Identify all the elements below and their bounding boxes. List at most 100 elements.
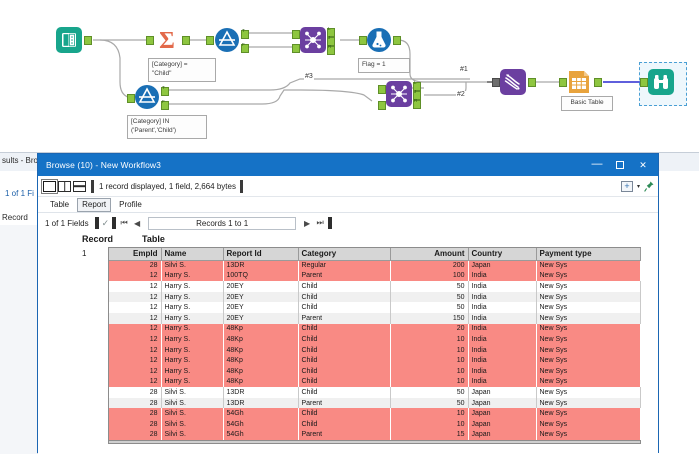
join-top-l-output-port[interactable] — [327, 28, 335, 37]
join-bottom-r-output-port[interactable] — [413, 100, 421, 109]
results-window-left-strip — [0, 225, 38, 454]
table-cell-report-id: 48Kp — [223, 376, 299, 388]
summarize-tool[interactable]: Σ — [154, 27, 180, 53]
horizontal-split-layout-icon[interactable] — [73, 180, 86, 192]
column-header-country[interactable]: Country — [468, 248, 537, 261]
union-input-port[interactable] — [492, 78, 500, 87]
column-header-payment-type[interactable]: Payment type — [536, 248, 641, 261]
formula-tool[interactable] — [366, 27, 392, 53]
union-output-port[interactable] — [528, 78, 536, 87]
filter-top-port-letter-t: T — [242, 28, 245, 33]
table-tool[interactable] — [566, 69, 592, 95]
join-top-r-output-port[interactable] — [327, 46, 335, 55]
column-header-empld[interactable]: Empld — [109, 248, 162, 261]
filter-tool-top[interactable] — [214, 27, 240, 53]
join-top-right-port[interactable] — [292, 44, 300, 53]
join-bottom-j-output-port[interactable] — [413, 91, 421, 100]
join-bottom-left-port[interactable] — [378, 85, 386, 94]
browse-input-port[interactable] — [640, 78, 648, 87]
tab-report[interactable]: Report — [77, 198, 112, 212]
filter-bottom-input-port[interactable] — [127, 94, 135, 103]
table-cell-category: Child — [298, 334, 391, 345]
browse-toolbar[interactable]: 1 record displayed, 1 field, 2,664 bytes… — [38, 176, 658, 197]
join-top-j-output-port[interactable] — [327, 37, 335, 46]
first-record-button[interactable]: ⏮ — [120, 218, 128, 227]
table-cell-report-id: 13DR — [223, 397, 299, 409]
chevron-down-icon[interactable]: ▾ — [636, 183, 640, 190]
record-range-display[interactable]: Records 1 to 1 — [148, 216, 297, 230]
minimize-button[interactable]: — — [591, 157, 603, 170]
vertical-split-layout-icon[interactable] — [58, 180, 71, 192]
report-record-number: 1 — [82, 249, 87, 258]
browse-title-bar[interactable]: Browse (10) - New Workflow3 — ✕ — [38, 154, 658, 176]
next-record-button[interactable]: ▶ — [304, 218, 311, 228]
join-top-left-port[interactable] — [292, 30, 300, 39]
input-output-port[interactable] — [84, 36, 92, 45]
join-bottom-right-port[interactable] — [378, 101, 386, 110]
column-header-name[interactable]: Name — [161, 248, 224, 261]
previous-record-button[interactable]: ◀ — [134, 218, 141, 228]
summarize-output-port[interactable] — [182, 36, 190, 45]
nav-separator-2 — [112, 217, 117, 229]
input-data-tool[interactable] — [56, 27, 82, 53]
filter-bottom-true-port[interactable] — [161, 87, 169, 96]
connection-label-1: #1 — [459, 66, 469, 73]
tab-profile[interactable]: Profile — [119, 200, 142, 209]
summarize-input-port[interactable] — [146, 36, 154, 45]
filter-bottom-false-port[interactable] — [161, 101, 169, 110]
maximize-button[interactable] — [609, 155, 631, 175]
add-grid-button[interactable] — [620, 180, 633, 192]
table-input-port[interactable] — [559, 78, 567, 87]
filter-top-false-port[interactable] — [241, 44, 249, 53]
record-navigation-bar[interactable]: 1 of 1 Fields ✓ ⏮ ◀ Records 1 to 1 ▶ ⏭ — [38, 213, 658, 233]
table-cell-empld: 12 — [109, 302, 162, 313]
results-field-count: 1 of 1 Fi — [5, 189, 34, 198]
join-tool-top[interactable] — [300, 27, 326, 53]
single-pane-layout-icon[interactable] — [41, 178, 58, 194]
workflow-canvas[interactable]: Σ [Category] = "Child" — [0, 0, 699, 150]
close-button[interactable]: ✕ — [639, 159, 647, 170]
table-cell-payment-type: New Sys — [536, 418, 641, 430]
browse-tool[interactable] — [648, 69, 674, 95]
pin-icon[interactable] — [644, 181, 654, 192]
union-tool[interactable] — [500, 69, 526, 95]
browse-window[interactable]: Browse (10) - New Workflow3 — ✕ 1 record… — [37, 153, 659, 454]
column-header-report-id[interactable]: Report Id — [223, 248, 299, 261]
browse-tabs[interactable]: Table Report Profile — [38, 197, 658, 213]
field-check-icon[interactable]: ✓ — [101, 217, 110, 228]
binoculars-icon — [654, 75, 668, 89]
join-bottom-l-output-port[interactable] — [413, 82, 421, 91]
formula-output-port[interactable] — [393, 36, 401, 45]
filter-top-true-port[interactable] — [241, 30, 249, 39]
join-tool-bottom[interactable] — [386, 81, 412, 107]
last-record-button[interactable]: ⏭ — [316, 218, 324, 227]
formula-input-port[interactable] — [359, 36, 367, 45]
column-header-amount[interactable]: Amount — [390, 248, 469, 261]
filter-top-input-port[interactable] — [206, 36, 214, 45]
table-cell-payment-type: New Sys — [536, 323, 641, 335]
table-output-port[interactable] — [594, 78, 602, 87]
tab-table[interactable]: Table — [50, 200, 70, 209]
column-header-category[interactable]: Category — [298, 248, 391, 261]
filter-tool-bottom[interactable] — [134, 84, 160, 110]
